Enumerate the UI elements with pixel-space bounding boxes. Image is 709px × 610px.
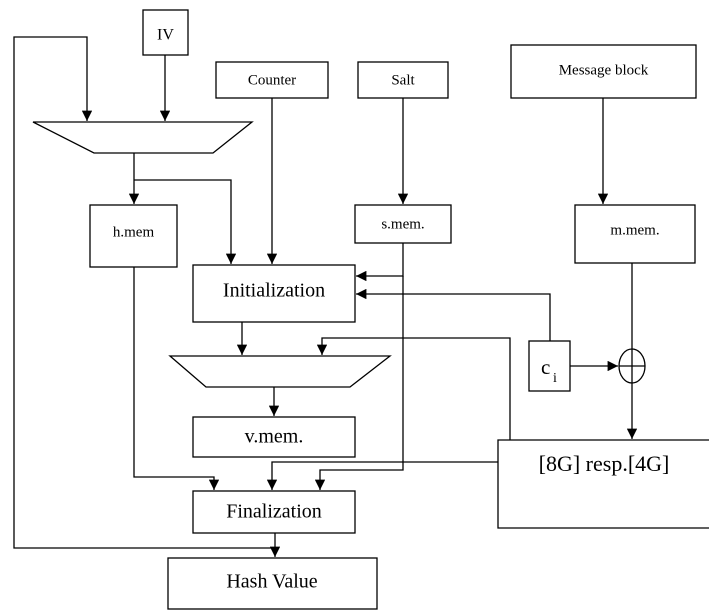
message-block-label: Message block [559,62,649,78]
counter-label: Counter [248,72,296,88]
round-function-shape [168,355,392,388]
top-compression-shape [32,121,254,154]
h-mem-box: h.mem [89,204,178,268]
salt-box: Salt [357,61,449,99]
xor-icon [618,348,646,384]
rounds-label: [8G] resp.[4G] [539,451,670,476]
iv-box: IV [142,9,189,56]
iv-label: IV [157,27,174,44]
compress-to-init-arrow [134,179,237,264]
m-mem-label: m.mem. [610,222,659,238]
finalization-label: Finalization [226,501,322,523]
finalization-box: Finalization [192,490,356,534]
ci-to-init-arrow [356,288,551,341]
initialization-box: Initialization [192,264,356,323]
s-mem-box: s.mem. [354,204,452,244]
v-mem-box: v.mem. [192,416,356,458]
rounds-to-final-arrow [266,461,498,490]
message-block-box: Message block [510,44,697,99]
feedback-loop-arrow [13,36,275,549]
smem-to-init-arrow [356,243,404,282]
salt-label: Salt [391,72,415,88]
constant-base: c [541,355,550,379]
v-mem-label: v.mem. [245,426,304,448]
hash-value-label: Hash Value [226,571,317,593]
counter-box: Counter [215,61,329,99]
constant-subscript: i [553,371,557,386]
initialization-label: Initialization [223,280,325,302]
smem-to-final-arrow [314,276,404,490]
hash-value-box: Hash Value [167,557,378,610]
hmem-to-final-arrow [133,267,220,490]
s-mem-label: s.mem. [381,216,424,232]
rounds-to-compress-arrow [316,337,511,440]
constant-ci-box: c i [528,340,571,392]
wires [13,36,638,557]
h-mem-label: h.mem [113,224,155,240]
m-mem-box: m.mem. [574,204,696,264]
rounds-box: [8G] resp.[4G] [497,439,709,529]
